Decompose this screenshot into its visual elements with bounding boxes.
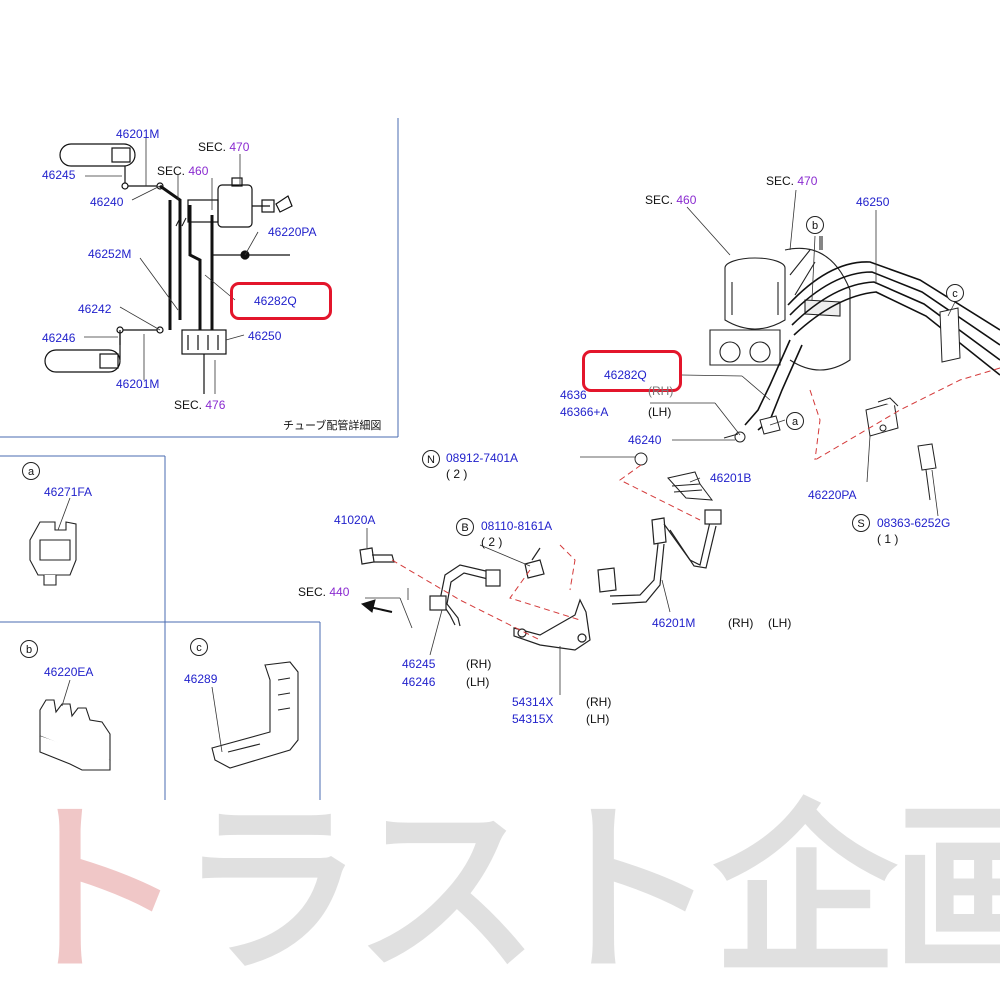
main-qty-08110-8161A: ( 2 )	[481, 535, 503, 549]
main-qty-08912-7401A: ( 2 )	[446, 467, 468, 481]
main-label-08912-7401A: 08912-7401A	[446, 451, 519, 465]
main-b-marker: B	[456, 518, 474, 536]
brake-lines	[744, 261, 1000, 431]
lower-hoses	[359, 509, 722, 651]
main-label-4636-partial: 4636	[560, 388, 587, 402]
inset-sec-460-number: 460	[188, 164, 209, 178]
main-label-54314X: 54314X	[512, 695, 554, 709]
inset-sec-476-number: 476	[205, 398, 226, 412]
detail-leaders	[57, 497, 223, 753]
main-lh-54315X: (LH)	[586, 712, 610, 726]
dashed-guides	[391, 367, 1000, 641]
main-s-marker: S	[852, 514, 870, 532]
main-label-46220PA: 46220PA	[808, 488, 857, 502]
inset-label-46246: 46246	[42, 331, 76, 345]
main-label-46366A: 46366+A	[560, 405, 609, 419]
main-sec-460: SEC. 460	[645, 193, 696, 207]
main-label-08110-8161A: 08110-8161A	[481, 519, 553, 533]
main-rh-46201M: (RH)	[728, 616, 754, 630]
main-sec-440: SEC. 440	[298, 585, 349, 599]
main-label-08363-6252G: 08363-6252G	[877, 516, 951, 530]
main-lh-46201M: (LH)	[768, 616, 792, 630]
main-label-46282Q: 46282Q	[604, 368, 647, 382]
main-label-46245: 46245	[402, 657, 436, 671]
detail-part-shapes	[29, 521, 299, 771]
main-assembly	[709, 236, 851, 371]
main-rh-54314X: (RH)	[586, 695, 612, 709]
inset-piping	[44, 143, 293, 394]
inset-label-46245: 46245	[42, 168, 76, 182]
inset-sec-460-prefix: SEC.	[157, 164, 186, 178]
inset-caption: チューブ配管詳細図	[283, 420, 382, 432]
main-sec-460-number: 460	[676, 193, 697, 207]
detail-c-part: 46289	[184, 672, 218, 686]
main-sec-470-number: 470	[797, 174, 818, 188]
detail-b-marker: b	[20, 640, 38, 658]
main-leaders	[365, 189, 956, 695]
inset-label-46240: 46240	[90, 195, 124, 209]
sec-440-arrow	[360, 599, 393, 613]
main-n-marker: N	[422, 450, 440, 468]
inset-label-46242: 46242	[78, 302, 112, 316]
main-callout-c: c	[946, 284, 964, 302]
main-label-46201B: 46201B	[710, 471, 752, 485]
watermark: トラスト企画	[0, 780, 1000, 1000]
main-label-46240: 46240	[628, 433, 662, 447]
main-sec-460-prefix: SEC.	[645, 193, 674, 207]
inset-sec-476-prefix: SEC.	[174, 398, 203, 412]
inset-sec-476: SEC. 476	[174, 398, 225, 412]
main-sec-470-prefix: SEC.	[766, 174, 795, 188]
inset-label-46220PA: 46220PA	[268, 225, 317, 239]
highlight-main-46282Q	[582, 350, 682, 392]
inset-sec-470-prefix: SEC.	[198, 140, 227, 154]
inset-sec-470-number: 470	[229, 140, 250, 154]
inset-label-46201M-bottom: 46201M	[116, 377, 160, 391]
main-sec-470: SEC. 470	[766, 174, 817, 188]
main-label-46250: 46250	[856, 195, 890, 209]
panel-borders	[0, 118, 399, 800]
watermark-red-char: ト	[0, 781, 185, 999]
main-sec-440-number: 440	[329, 585, 350, 599]
inset-sec-470: SEC. 470	[198, 140, 249, 154]
highlight-inset-46282Q	[230, 282, 332, 320]
detail-a-part: 46271FA	[44, 485, 93, 499]
inset-label-46282Q: 46282Q	[254, 294, 297, 308]
main-sec-440-prefix: SEC.	[298, 585, 327, 599]
main-lh-46246: (LH)	[466, 675, 490, 689]
inset-sec-460: SEC. 460	[157, 164, 208, 178]
detail-c-marker: c	[190, 638, 208, 656]
detail-b-part: 46220EA	[44, 665, 94, 679]
main-callout-b: b	[806, 216, 824, 234]
clip-shapes	[634, 307, 961, 501]
detail-a-marker: a	[22, 462, 40, 480]
main-label-54315X: 54315X	[512, 712, 554, 726]
main-lh-46366A: (LH)	[648, 405, 672, 419]
main-label-46246: 46246	[402, 675, 436, 689]
inset-label-46252M: 46252M	[88, 247, 132, 261]
main-qty-08363-6252G: ( 1 )	[877, 532, 899, 546]
main-rh-partial: (RH)	[648, 384, 674, 398]
inset-label-46250: 46250	[248, 329, 282, 343]
watermark-gray-text: ラスト企画	[179, 781, 1000, 999]
main-rh-46245: (RH)	[466, 657, 492, 671]
main-callout-a: a	[786, 412, 804, 430]
main-label-41020A: 41020A	[334, 513, 376, 527]
inset-label-46201M-top: 46201M	[116, 127, 160, 141]
main-label-46201M: 46201M	[652, 616, 696, 630]
